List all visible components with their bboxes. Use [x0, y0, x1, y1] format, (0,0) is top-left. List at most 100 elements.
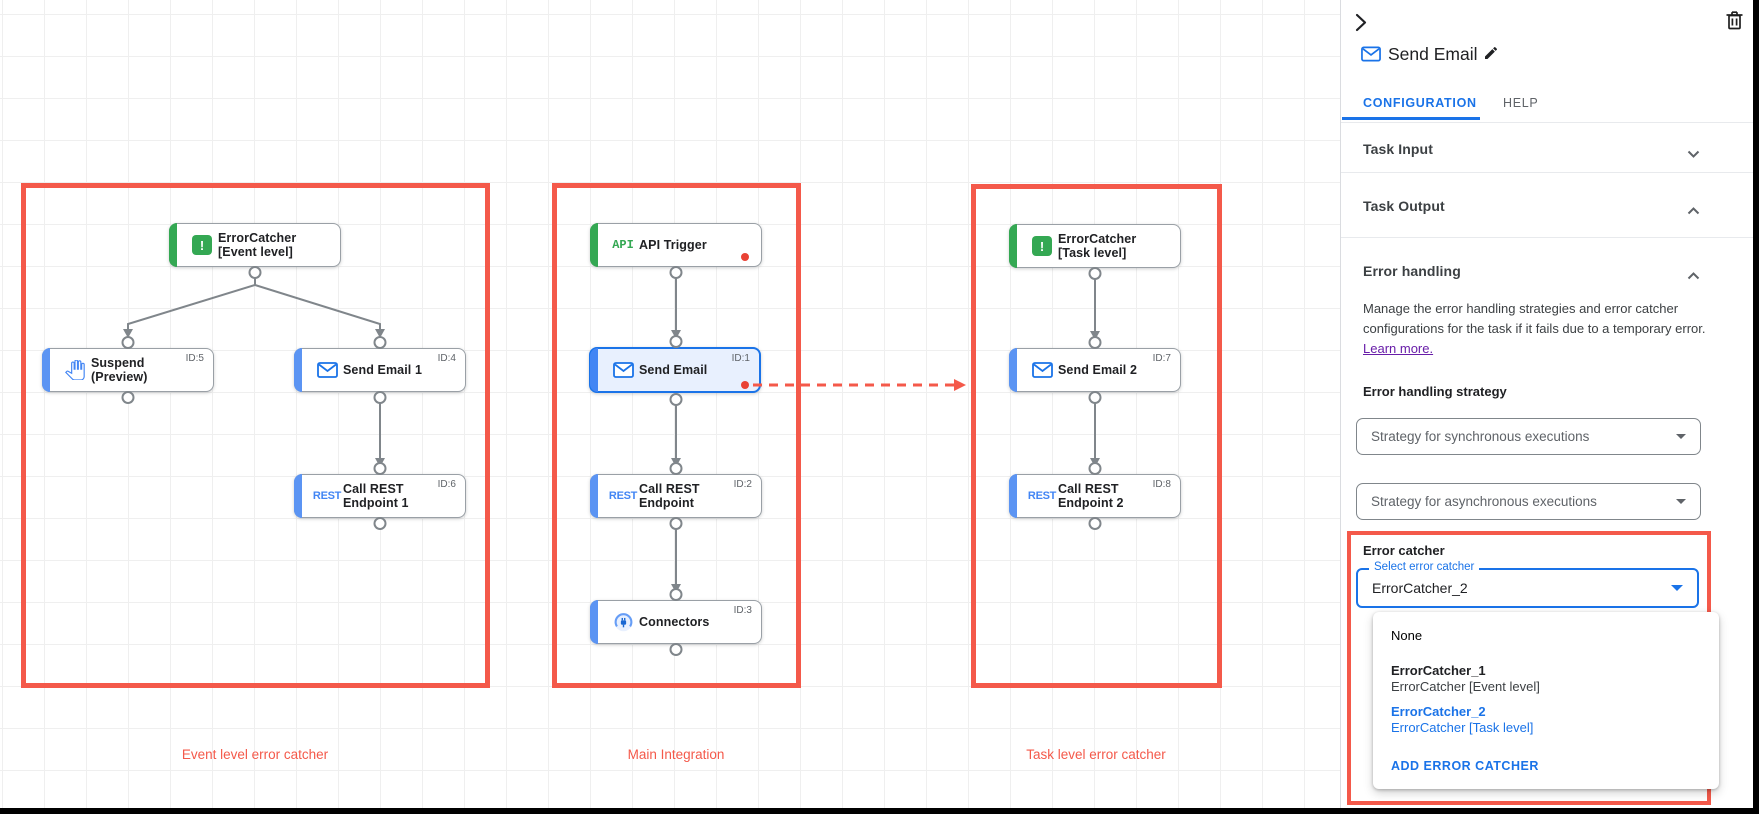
- node-accent-bar: [294, 474, 302, 518]
- node-errorcatcher-task-level[interactable]: ErrorCatcher [Task level]: [1009, 224, 1181, 268]
- node-label: Suspend (Preview): [91, 356, 148, 384]
- node-accent-bar: [169, 223, 177, 267]
- rest-icon: REST: [608, 490, 638, 502]
- rest-icon: REST: [1027, 490, 1057, 502]
- edit-title-button[interactable]: [1483, 45, 1499, 64]
- node-label: Send Email 1: [343, 363, 423, 377]
- error-catcher-icon: [186, 235, 218, 255]
- node-label: Call REST Endpoint 2: [1058, 482, 1124, 510]
- node-call-rest-endpoint-2[interactable]: REST Call REST Endpoint 2 ID:8: [1009, 474, 1181, 518]
- rest-icon: REST: [312, 490, 342, 502]
- window-edge-bottom: [0, 808, 1759, 814]
- description-text: Manage the error handling strategies and…: [1363, 301, 1706, 336]
- node-id: ID:7: [1152, 353, 1171, 364]
- tab-configuration[interactable]: CONFIGURATION: [1363, 96, 1477, 110]
- tab-help[interactable]: HELP: [1503, 96, 1539, 110]
- email-icon: [311, 362, 343, 378]
- dropdown-caret-icon: [1676, 499, 1686, 504]
- error-catcher-menu: None ErrorCatcher_1 ErrorCatcher [Event …: [1373, 612, 1719, 789]
- node-send-email[interactable]: Send Email ID:1: [589, 347, 761, 393]
- node-id: ID:6: [437, 479, 456, 490]
- email-icon: [607, 362, 639, 378]
- node-id: ID:2: [733, 479, 752, 490]
- error-catcher-label: Error catcher: [1363, 543, 1445, 558]
- menu-option-none[interactable]: None: [1391, 628, 1423, 643]
- group-label-event-level: Event level error catcher: [181, 747, 329, 762]
- task-details-panel: Send Email CONFIGURATION HELP Task Input…: [1340, 0, 1754, 814]
- task-type-email-icon: [1361, 46, 1381, 67]
- hand-icon: [59, 360, 91, 380]
- node-accent-bar: [590, 600, 598, 644]
- learn-more-link[interactable]: Learn more.: [1363, 341, 1434, 356]
- node-accent-bar: [294, 348, 302, 392]
- chevron-up-icon[interactable]: [1687, 202, 1700, 220]
- node-accent-bar: [1009, 474, 1017, 518]
- section-task-output[interactable]: Task Output: [1363, 198, 1445, 214]
- error-catcher-icon: [1026, 236, 1058, 256]
- integration-canvas[interactable]: Event level error catcher Main Integrati…: [0, 0, 1340, 814]
- node-label: ErrorCatcher [Event level]: [218, 231, 297, 259]
- node-label: Connectors: [639, 615, 710, 629]
- menu-option-errorcatcher-2[interactable]: ErrorCatcher_2: [1391, 704, 1486, 719]
- menu-option-errorcatcher-2-desc[interactable]: ErrorCatcher [Task level]: [1391, 720, 1534, 735]
- node-id: ID:5: [185, 353, 204, 364]
- menu-option-errorcatcher-1[interactable]: ErrorCatcher_1: [1391, 663, 1486, 678]
- node-send-email-2[interactable]: Send Email 2 ID:7: [1009, 348, 1181, 392]
- divider: [1341, 237, 1754, 238]
- annotation-box-task-level: [971, 184, 1222, 688]
- node-connectors[interactable]: Connectors ID:3: [590, 600, 762, 644]
- node-accent-bar: [590, 348, 598, 392]
- group-label-task-level: Task level error catcher: [1026, 747, 1166, 762]
- divider: [1341, 122, 1754, 123]
- group-label-main-integration: Main Integration: [627, 747, 725, 762]
- node-label: Send Email: [639, 363, 708, 377]
- node-accent-bar: [1009, 224, 1017, 268]
- chevron-up-icon[interactable]: [1687, 267, 1700, 285]
- chevron-down-icon[interactable]: [1687, 145, 1700, 163]
- window-edge-right: [1753, 0, 1759, 814]
- node-errorcatcher-event-level[interactable]: ErrorCatcher [Event level]: [169, 223, 341, 267]
- node-accent-bar: [590, 223, 598, 267]
- node-label: Send Email 2: [1058, 363, 1138, 377]
- node-id: ID:3: [733, 605, 752, 616]
- api-icon: API: [612, 238, 634, 252]
- section-task-input[interactable]: Task Input: [1363, 141, 1433, 157]
- collapse-panel-button[interactable]: [1355, 13, 1368, 35]
- sync-strategy-placeholder: Strategy for synchronous executions: [1371, 429, 1590, 444]
- node-id: ID:8: [1152, 479, 1171, 490]
- delete-task-button[interactable]: [1726, 11, 1743, 33]
- node-id: ID:1: [731, 353, 750, 364]
- dropdown-caret-icon: [1676, 434, 1686, 439]
- node-label: API Trigger: [639, 238, 707, 252]
- node-accent-bar: [590, 474, 598, 518]
- annotation-box-main-integration: [552, 183, 801, 688]
- select-error-catcher-label: Select error catcher: [1369, 561, 1480, 573]
- section-error-handling[interactable]: Error handling: [1363, 263, 1461, 279]
- annotation-box-event-level: [21, 183, 490, 688]
- sync-strategy-select[interactable]: Strategy for synchronous executions: [1356, 418, 1701, 455]
- task-title: Send Email: [1388, 44, 1478, 64]
- async-strategy-placeholder: Strategy for asynchronous executions: [1371, 494, 1597, 509]
- error-catcher-selected-value: ErrorCatcher_2: [1372, 580, 1468, 596]
- error-handling-strategy-label: Error handling strategy: [1363, 384, 1507, 399]
- node-id: ID:4: [437, 353, 456, 364]
- node-call-rest-endpoint[interactable]: REST Call REST Endpoint ID:2: [590, 474, 762, 518]
- node-label: Call REST Endpoint: [639, 482, 700, 510]
- email-icon: [1026, 362, 1058, 378]
- node-suspend[interactable]: Suspend (Preview) ID:5: [42, 348, 214, 392]
- add-error-catcher-button[interactable]: ADD ERROR CATCHER: [1391, 759, 1539, 773]
- menu-option-errorcatcher-1-desc[interactable]: ErrorCatcher [Event level]: [1391, 679, 1540, 694]
- dropdown-caret-icon: [1671, 585, 1683, 591]
- error-catcher-select[interactable]: ErrorCatcher_2: [1356, 568, 1699, 608]
- divider: [1341, 172, 1754, 173]
- node-label: ErrorCatcher [Task level]: [1058, 232, 1137, 260]
- node-call-rest-endpoint-1[interactable]: REST Call REST Endpoint 1 ID:6: [294, 474, 466, 518]
- node-api-trigger[interactable]: API API Trigger: [590, 223, 762, 267]
- connector-icon: [607, 612, 639, 633]
- node-accent-bar: [1009, 348, 1017, 392]
- node-accent-bar: [42, 348, 50, 392]
- node-send-email-1[interactable]: Send Email 1 ID:4: [294, 348, 466, 392]
- async-strategy-select[interactable]: Strategy for asynchronous executions: [1356, 483, 1701, 520]
- node-label: Call REST Endpoint 1: [343, 482, 409, 510]
